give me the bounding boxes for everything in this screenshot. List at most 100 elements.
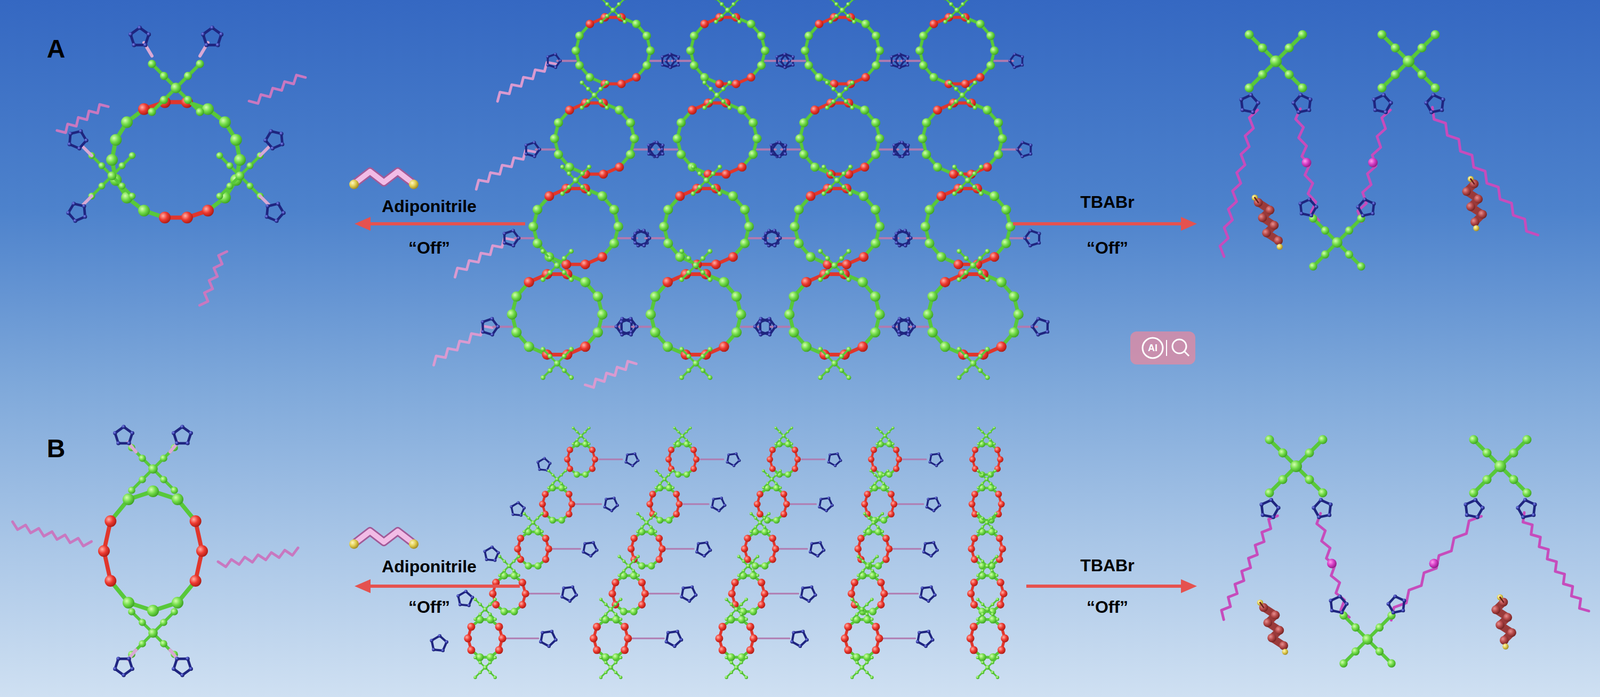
- atom: [1368, 157, 1378, 168]
- atom: [817, 248, 823, 254]
- atom: [767, 333, 772, 337]
- atom: [78, 129, 83, 134]
- atom: [592, 291, 603, 302]
- atom: [1314, 205, 1318, 209]
- atom: [976, 469, 980, 473]
- atom: [949, 13, 953, 18]
- atom: [553, 262, 561, 269]
- atom: [679, 375, 685, 381]
- atom: [532, 238, 543, 249]
- atom: [737, 574, 741, 578]
- atom: [854, 545, 862, 553]
- atom: [444, 640, 449, 645]
- atom: [793, 238, 804, 249]
- atom: [893, 446, 900, 454]
- atom: [246, 162, 254, 170]
- atom: [547, 486, 550, 490]
- atom: [762, 516, 767, 520]
- atom: [512, 559, 516, 564]
- atom: [1417, 43, 1427, 53]
- atom: [843, 99, 849, 104]
- atom: [553, 638, 558, 642]
- atom: [875, 555, 879, 559]
- atom: [1461, 187, 1471, 197]
- atom: [597, 191, 608, 201]
- atom: [877, 601, 885, 609]
- atom: [1345, 226, 1354, 235]
- atom: [993, 469, 997, 473]
- atom: [463, 634, 472, 643]
- atom: [731, 2, 736, 6]
- atom: [839, 459, 842, 463]
- atom: [801, 341, 812, 352]
- atom: [632, 73, 641, 82]
- atom: [1417, 70, 1427, 80]
- atom: [784, 471, 792, 479]
- atom: [990, 516, 994, 520]
- atom: [558, 517, 566, 525]
- atom: [158, 211, 171, 224]
- atom: [989, 430, 992, 434]
- atom: [778, 469, 782, 473]
- atom: [886, 469, 889, 473]
- atom: [985, 375, 991, 381]
- atom: [636, 512, 640, 516]
- atom: [622, 19, 627, 24]
- atom: [857, 341, 868, 352]
- atom: [719, 496, 723, 501]
- atom: [737, 162, 747, 172]
- atom: [1028, 244, 1033, 248]
- atom: [507, 309, 518, 320]
- imidazole-ring: [526, 142, 540, 157]
- atom: [954, 7, 960, 13]
- atom: [756, 555, 760, 559]
- atom: [933, 162, 943, 172]
- atom: [922, 550, 926, 554]
- atom: [939, 277, 951, 288]
- atom: [737, 0, 742, 1]
- atom: [614, 325, 619, 329]
- atom: [566, 465, 574, 473]
- atom: [679, 277, 685, 283]
- atom: [98, 182, 106, 190]
- alkyl-chain: [454, 238, 514, 278]
- atom: [547, 469, 550, 473]
- atom: [762, 525, 767, 529]
- atom: [920, 587, 924, 591]
- imidazole-ring: [810, 542, 824, 557]
- atom: [235, 171, 245, 181]
- atom: [622, 559, 626, 564]
- atom: [861, 501, 868, 509]
- atom: [881, 473, 885, 477]
- atom: [912, 325, 916, 329]
- atom: [728, 191, 738, 201]
- atom: [864, 491, 872, 498]
- atom: [478, 613, 482, 617]
- atom: [531, 520, 535, 525]
- atom: [990, 46, 999, 55]
- atom: [936, 191, 946, 201]
- atom: [533, 155, 537, 159]
- atom: [550, 133, 560, 143]
- atom: [537, 147, 542, 151]
- atom: [735, 309, 746, 320]
- atom: [509, 505, 513, 509]
- atom: [681, 587, 685, 591]
- atom: [1020, 140, 1025, 144]
- atom: [467, 604, 471, 608]
- atom: [543, 456, 546, 460]
- atom: [587, 164, 592, 170]
- atom: [992, 426, 996, 430]
- atom: [630, 535, 638, 543]
- atom: [1020, 155, 1025, 159]
- atom: [561, 255, 567, 261]
- atom: [824, 509, 828, 513]
- atom: [769, 143, 774, 147]
- atom: [553, 360, 561, 367]
- atom: [875, 574, 879, 578]
- atom: [953, 86, 959, 92]
- imidazole-ring: [828, 454, 841, 466]
- atom: [1308, 262, 1317, 271]
- imidazole-ring: [894, 142, 908, 157]
- atom: [109, 133, 122, 146]
